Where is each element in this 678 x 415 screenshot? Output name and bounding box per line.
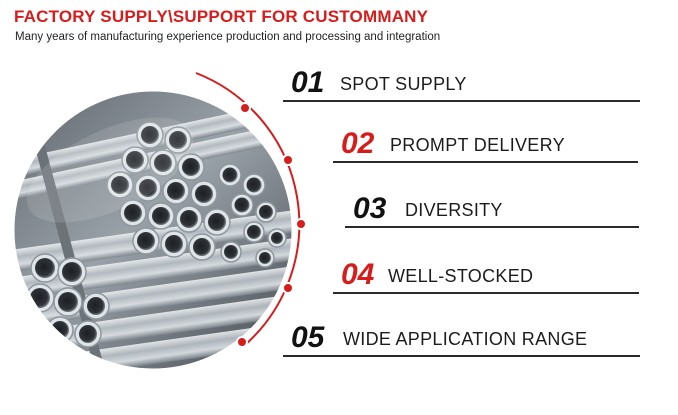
feature-row-3: 03 DIVERSITY bbox=[345, 186, 639, 228]
pipes-photo-content bbox=[13, 90, 293, 370]
page-title: FACTORY SUPPLY\SUPPORT FOR CUSTOMMANY bbox=[14, 7, 429, 26]
feature-number: 04 bbox=[341, 258, 375, 291]
feature-row-2: 02 PROMPT DELIVERY bbox=[333, 121, 638, 163]
arc-dot-5 bbox=[236, 336, 248, 348]
feature-label: PROMPT DELIVERY bbox=[390, 135, 565, 155]
feature-number: 05 bbox=[291, 321, 325, 354]
feature-label: DIVERSITY bbox=[405, 200, 503, 220]
feature-label: WIDE APPLICATION RANGE bbox=[343, 329, 588, 349]
feature-number: 03 bbox=[353, 192, 387, 225]
arc-dot-4 bbox=[282, 282, 294, 294]
feature-label: SPOT SUPPLY bbox=[340, 74, 467, 94]
feature-label: WELL-STOCKED bbox=[388, 266, 534, 286]
arc-dots bbox=[236, 102, 307, 348]
feature-row-4: 04 WELL-STOCKED bbox=[333, 252, 639, 294]
arc-dot-3 bbox=[295, 218, 307, 230]
feature-number: 02 bbox=[341, 127, 375, 160]
feature-row-1: 01 SPOT SUPPLY bbox=[283, 60, 640, 102]
arc-dot-2 bbox=[282, 154, 294, 166]
arc-dot-1 bbox=[239, 102, 251, 114]
feature-row-5: 05 WIDE APPLICATION RANGE bbox=[283, 315, 640, 357]
outer-red-arc bbox=[195, 72, 301, 346]
feature-number: 01 bbox=[291, 66, 325, 99]
page-subtitle: Many years of manufacturing experience p… bbox=[15, 31, 441, 43]
